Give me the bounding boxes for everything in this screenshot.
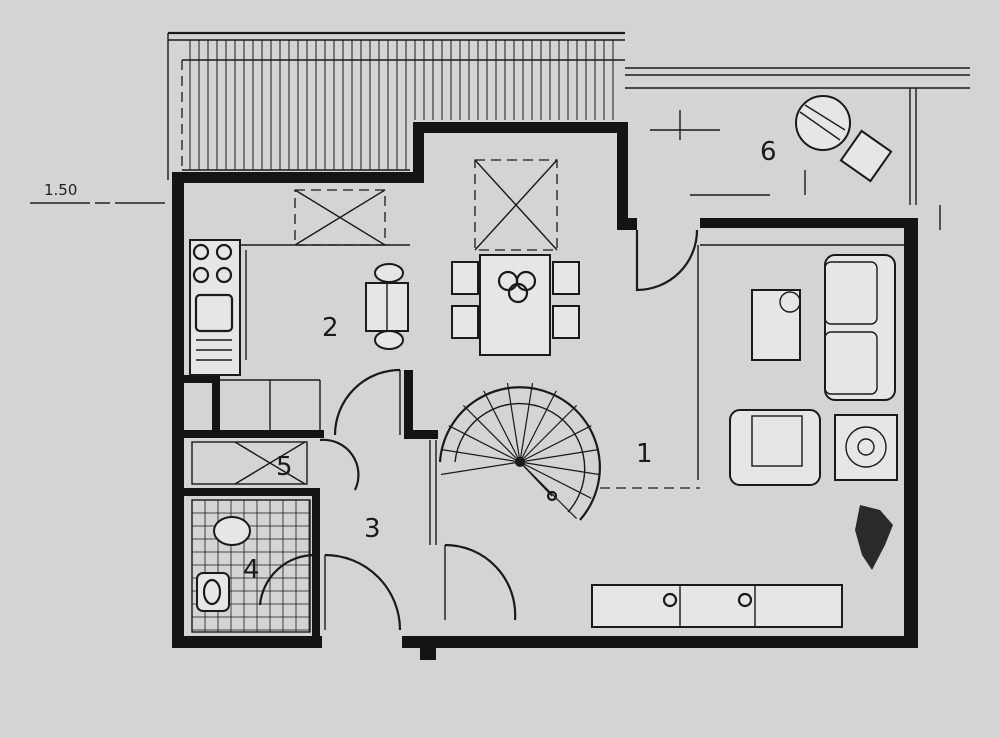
stair-tread <box>519 405 577 463</box>
stair-tread <box>519 448 600 463</box>
stair-tread <box>483 390 521 463</box>
stair-tread <box>440 448 521 463</box>
interior-lines <box>195 244 904 545</box>
dining-table <box>451 254 580 356</box>
stair-tread <box>448 425 521 463</box>
room-labels: 1 2 3 4 5 6 <box>243 137 777 585</box>
scale-marker: 1.50 <box>30 181 165 204</box>
deck-slats <box>189 40 614 170</box>
room-label-1: 1 <box>636 439 653 469</box>
stair-tread <box>440 461 521 476</box>
kitchen-counter <box>189 239 247 376</box>
stair-tread <box>463 405 521 463</box>
balcony-rail <box>625 67 970 230</box>
bathroom-tiles <box>191 499 311 633</box>
scale-label: 1.50 <box>44 181 77 199</box>
room-label-2: 2 <box>322 313 339 343</box>
stair-tread <box>506 382 521 463</box>
stair-tread <box>519 390 557 463</box>
balcony-furniture <box>650 95 893 196</box>
room-label-4: 4 <box>243 555 260 585</box>
room-label-3: 3 <box>364 514 381 544</box>
skylight-kitchen <box>294 189 386 246</box>
spiral-staircase <box>438 382 601 521</box>
living-furniture <box>591 254 898 628</box>
terrace-deck <box>167 31 625 180</box>
stair-tread <box>519 461 600 476</box>
room-label-5: 5 <box>276 452 293 482</box>
room-label-6: 6 <box>760 137 777 167</box>
walls <box>172 122 918 660</box>
closet-5 <box>191 441 308 485</box>
doors <box>258 229 699 631</box>
stair-tread <box>519 425 592 463</box>
stair-tread <box>519 461 592 499</box>
kitchen-table <box>365 263 409 350</box>
stair-tread <box>519 382 534 463</box>
stair-tread <box>519 461 577 519</box>
skylight-dining <box>474 159 558 251</box>
